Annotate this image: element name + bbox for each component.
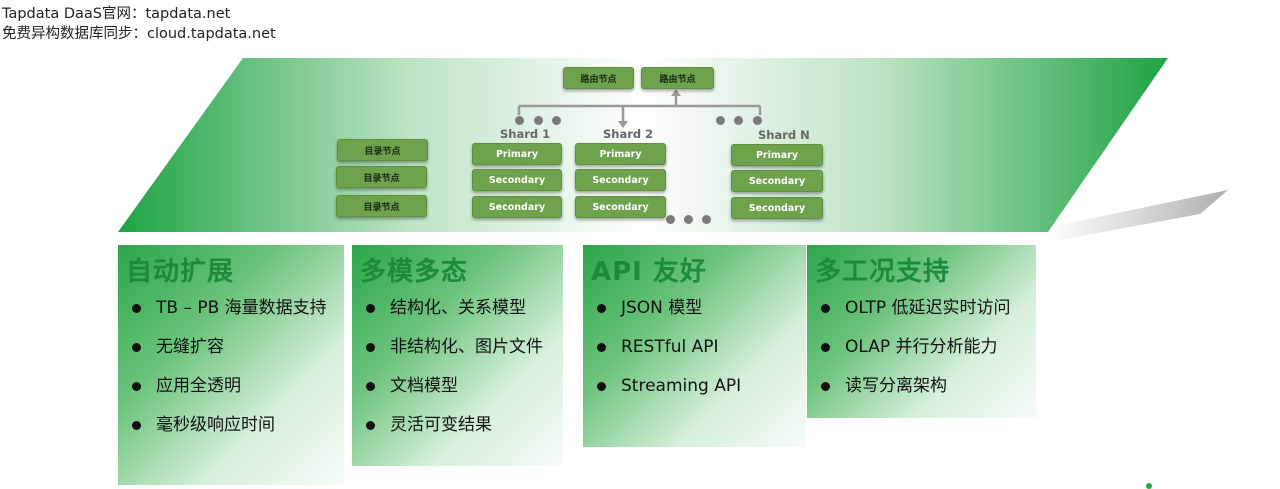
feature-item: 无缝扩容: [132, 336, 327, 375]
feature-panel-workload: 多工况支持 OLTP 低延迟实时访问 OLAP 并行分析能力 读写分离架构: [807, 245, 1036, 418]
corner-mark: [1146, 483, 1152, 489]
ellipsis-dot: [716, 116, 725, 125]
panel-title: 多模多态: [360, 257, 469, 287]
secondary-node: Secondary: [731, 197, 823, 219]
panel-title: 多工况支持: [815, 257, 951, 287]
primary-node: Primary: [472, 143, 562, 165]
ellipsis-dot: [666, 215, 675, 224]
panel-title: API 友好: [591, 257, 707, 287]
feature-list: JSON 模型 RESTful API Streaming API: [597, 297, 741, 414]
ellipsis-dot: [552, 116, 561, 125]
feature-item: 结构化、关系模型: [366, 297, 543, 336]
secondary-node: Secondary: [472, 196, 562, 218]
ellipsis-dot: [534, 116, 543, 125]
secondary-node: Secondary: [575, 196, 666, 218]
feature-panel-auto-scale: 自动扩展 TB – PB 海量数据支持 无缝扩容 应用全透明 毫秒级响应时间: [118, 245, 344, 485]
header-cloud-line: 免费异构数据库同步：cloud.tapdata.net: [2, 26, 276, 42]
shard-label: Shard N: [758, 128, 810, 142]
feature-list: OLTP 低延迟实时访问 OLAP 并行分析能力 读写分离架构: [821, 297, 1011, 414]
arrow-up: [671, 89, 681, 96]
catalog-node: 目录节点: [337, 139, 428, 161]
catalog-node: 目录节点: [336, 195, 427, 217]
feature-item: 文档模型: [366, 375, 543, 414]
primary-node: Primary: [575, 143, 666, 165]
ellipsis-dot: [684, 215, 693, 224]
feature-item: Streaming API: [597, 375, 741, 414]
feature-item: OLTP 低延迟实时访问: [821, 297, 1011, 336]
feature-panel-multi-model: 多模多态 结构化、关系模型 非结构化、图片文件 文档模型 灵活可变结果: [352, 245, 563, 466]
secondary-node: Secondary: [731, 170, 823, 192]
feature-item: 读写分离架构: [821, 375, 1011, 414]
feature-item: 毫秒级响应时间: [132, 414, 327, 453]
feature-item: JSON 模型: [597, 297, 741, 336]
feature-panel-api: API 友好 JSON 模型 RESTful API Streaming API: [583, 245, 806, 447]
header-site-line: Tapdata DaaS官网：tapdata.net: [2, 6, 231, 22]
feature-item: 应用全透明: [132, 375, 327, 414]
feature-list: 结构化、关系模型 非结构化、图片文件 文档模型 灵活可变结果: [366, 297, 543, 453]
ellipsis-dot: [734, 116, 743, 125]
ellipsis-dot: [753, 116, 762, 125]
secondary-node: Secondary: [472, 169, 562, 191]
panel-title: 自动扩展: [126, 257, 235, 287]
primary-node: Primary: [731, 144, 823, 166]
route-node: 路由节点: [641, 67, 714, 89]
shard-label: Shard 1: [500, 127, 551, 141]
route-node: 路由节点: [563, 67, 634, 89]
secondary-node: Secondary: [575, 169, 666, 191]
shard-label: Shard 2: [603, 127, 654, 141]
catalog-node: 目录节点: [336, 166, 427, 188]
feature-item: RESTful API: [597, 336, 741, 375]
feature-item: TB – PB 海量数据支持: [132, 297, 327, 336]
feature-item: 灵活可变结果: [366, 414, 543, 453]
ellipsis-dot: [702, 215, 711, 224]
backdrop-shadow: [1045, 190, 1228, 240]
feature-item: OLAP 并行分析能力: [821, 336, 1011, 375]
feature-list: TB – PB 海量数据支持 无缝扩容 应用全透明 毫秒级响应时间: [132, 297, 327, 453]
feature-item: 非结构化、图片文件: [366, 336, 543, 375]
ellipsis-dot: [515, 116, 524, 125]
